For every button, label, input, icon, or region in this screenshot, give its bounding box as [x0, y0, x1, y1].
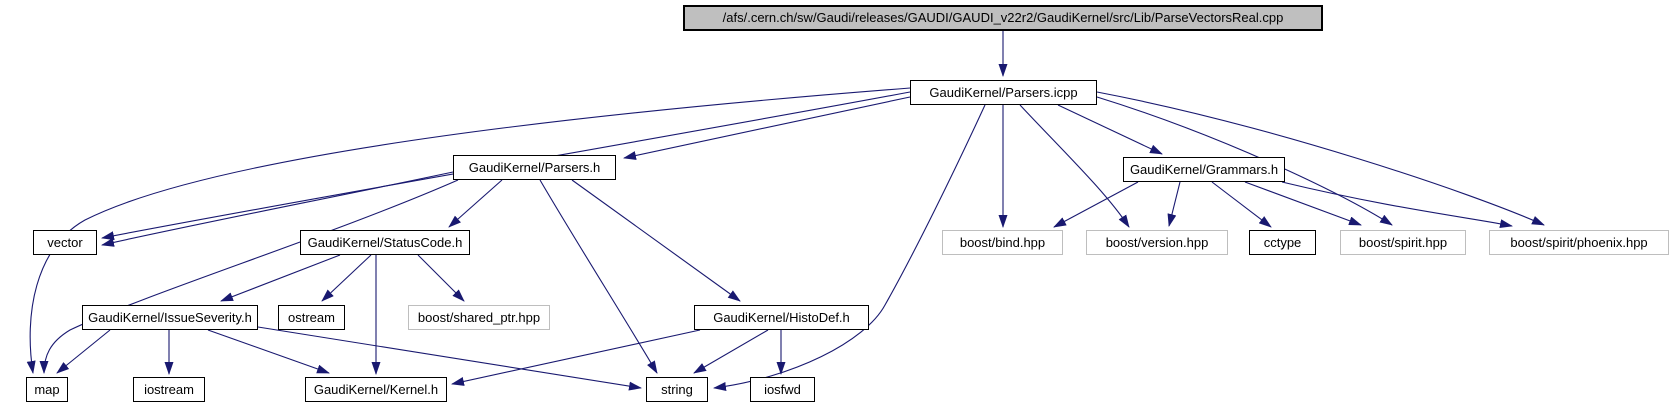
node-parse-vectors-real-cpp: /afs/.cern.ch/sw/Gaudi/releases/GAUDI/GA… [683, 5, 1323, 31]
node-boost-bind-hpp: boost/bind.hpp [942, 230, 1063, 255]
edge-parsers-icpp-to-boost-phoenix [1096, 91, 1545, 226]
node-cctype[interactable]: cctype [1249, 230, 1316, 255]
edge-grammars-h-to-boost-version [1167, 181, 1181, 227]
node-statuscode-h[interactable]: GaudiKernel/StatusCode.h [300, 230, 470, 255]
edge-parsers-h-to-string [539, 179, 658, 374]
edge-grammars-h-to-boost-phoenix [1281, 181, 1513, 229]
edge-parsers-h-to-histodef-h [571, 179, 741, 302]
node-parsers-h[interactable]: GaudiKernel/Parsers.h [453, 155, 616, 180]
edge-statuscode-h-to-issueseverity-h [220, 254, 341, 302]
edge-issueseverity-h-to-string [257, 326, 642, 391]
node-map[interactable]: map [26, 377, 68, 402]
edge-parsers-icpp-to-map [26, 87, 911, 374]
edge-statuscode-h-to-boost-shared-ptr [417, 254, 465, 302]
edge-grammars-h-to-boost-spirit [1244, 181, 1362, 226]
edge-histodef-h-to-string [693, 329, 769, 374]
node-histodef-h[interactable]: GaudiKernel/HistoDef.h [694, 305, 869, 330]
edge-parsers-h-to-statuscode-h [448, 179, 503, 228]
edge-histodef-h-to-kernel-h [451, 329, 701, 386]
edge-issueseverity-h-to-map [56, 329, 111, 374]
edge-parsers-icpp-to-parsers-h [623, 96, 911, 160]
edge-parsers-icpp-to-boost-version [1019, 104, 1130, 228]
edge-grammars-h-to-boost-bind [1053, 181, 1139, 228]
edge-statuscode-h-to-ostream [321, 254, 372, 302]
node-parsers-icpp[interactable]: GaudiKernel/Parsers.icpp [910, 80, 1097, 105]
node-kernel-h[interactable]: GaudiKernel/Kernel.h [305, 377, 447, 402]
node-boost-shared-ptr-hpp: boost/shared_ptr.hpp [408, 305, 550, 330]
edge-issueseverity-h-to-kernel-h [207, 329, 330, 374]
node-boost-spirit-phoenix-hpp: boost/spirit/phoenix.hpp [1489, 230, 1669, 255]
node-issueseverity-h[interactable]: GaudiKernel/IssueSeverity.h [82, 305, 258, 330]
node-string[interactable]: string [646, 377, 708, 402]
node-iostream[interactable]: iostream [133, 377, 205, 402]
edge-parsers-h-to-vector [101, 171, 454, 247]
node-boost-spirit-hpp: boost/spirit.hpp [1340, 230, 1466, 255]
edge-parsers-icpp-to-grammars-h [1057, 104, 1163, 155]
node-ostream[interactable]: ostream [278, 305, 345, 330]
node-vector[interactable]: vector [33, 230, 97, 255]
node-boost-version-hpp: boost/version.hpp [1086, 230, 1228, 255]
node-grammars-h[interactable]: GaudiKernel/Grammars.h [1123, 157, 1285, 182]
node-iosfwd[interactable]: iosfwd [750, 377, 815, 402]
edge-parsers-h-to-map [39, 179, 459, 374]
edge-grammars-h-to-cctype [1211, 181, 1272, 228]
